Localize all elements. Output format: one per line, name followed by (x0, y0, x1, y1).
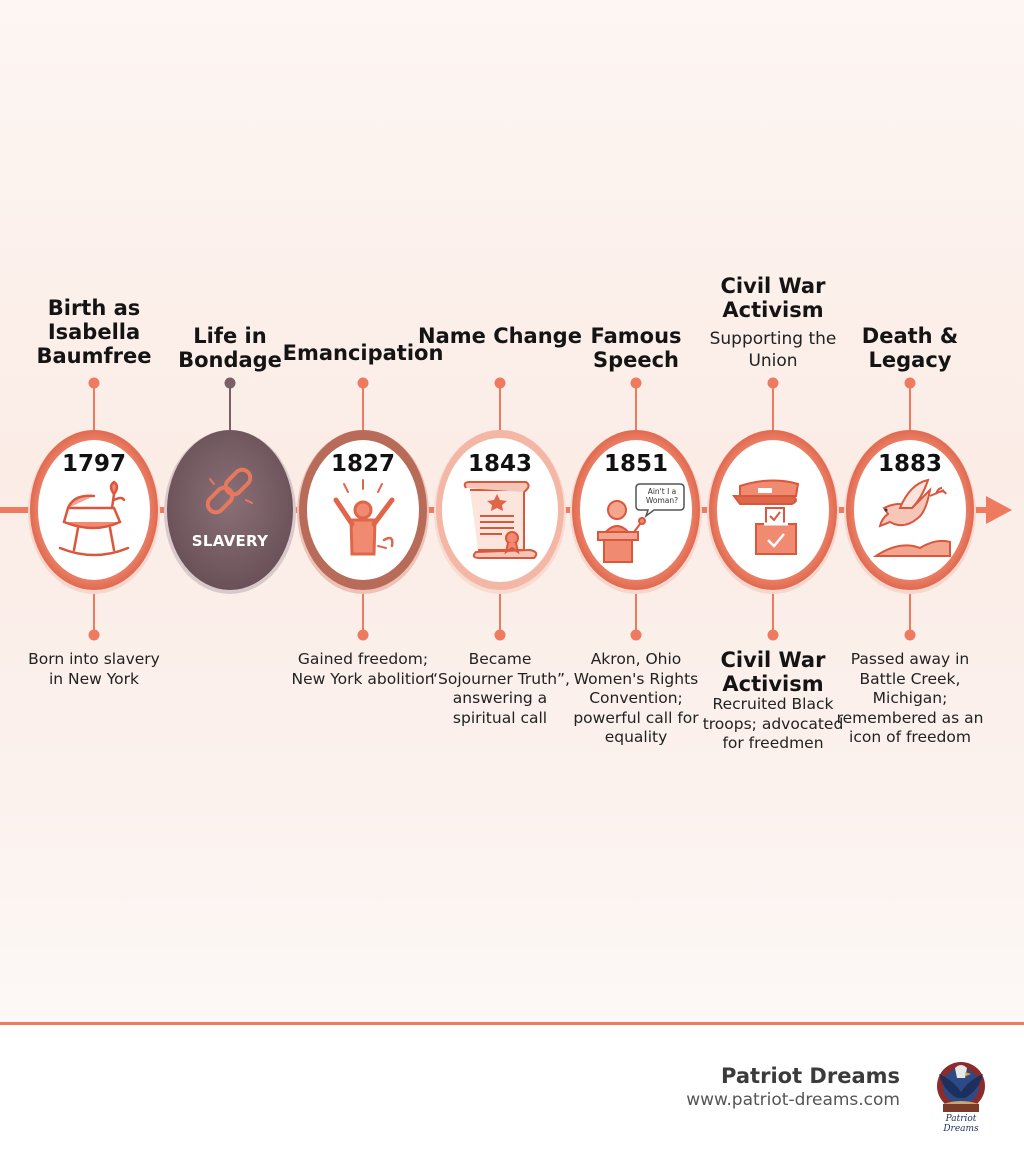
top-connectors (93, 383, 911, 440)
milestone-desc-name-change: Became “Sojourner Truth”, answering a sp… (430, 650, 570, 727)
speaker-podium-icon (597, 483, 685, 563)
top-connector-dots (88, 377, 916, 389)
slavery-badge: SLAVERY (191, 532, 269, 550)
milestone-title-bondage: Life in Bondage (178, 324, 282, 372)
milestone-title-name-change: Name Change (418, 324, 582, 348)
broken-chain-icon (205, 467, 253, 515)
milestone-year-1843: 1843 (467, 451, 532, 477)
milestone-desc-speech: Akron, Ohio Women's Rights Convention; p… (573, 650, 699, 746)
milestone-desc-death: Passed away in Battle Creek, Michigan; r… (836, 650, 984, 746)
milestone-year-1851: 1851 (603, 451, 668, 477)
timeline-graphic (0, 377, 1012, 641)
scroll-icon (463, 481, 538, 559)
eagle-logo-icon: Patriot Dreams (929, 1054, 993, 1135)
milestone-desc-civil-war: Recruited Black troops; advocated for fr… (702, 695, 844, 752)
bottom-connectors (93, 590, 911, 635)
timeline-arrowhead (986, 496, 1012, 524)
milestone-title-speech: Famous Speech (590, 324, 682, 372)
milestone-title-birth: Birth as Isabella Baumfree (36, 296, 152, 368)
brand-name: Patriot Dreams (721, 1064, 900, 1088)
milestone-subtitle-civil-war: Supporting the Union (709, 329, 837, 371)
raised-arms-icon (333, 479, 395, 556)
dove-icon (872, 478, 951, 557)
milestone-year-1827: 1827 (330, 451, 395, 477)
milestone-desc-emancipation: Gained freedom; New York abolition (291, 650, 435, 688)
milestone-title-civil-war-top: Civil War Activism (720, 274, 826, 322)
speech-bubble-text: Ain't I a Woman? (645, 487, 679, 505)
milestone-node-slavery (164, 430, 296, 594)
milestone-title-civil-war-bottom: Civil War Activism (720, 648, 826, 696)
brand-url[interactable]: www.patriot-dreams.com (686, 1090, 900, 1110)
bottom-connector-dots (88, 629, 916, 641)
footer-divider (0, 1022, 1024, 1025)
milestone-year-1883: 1883 (877, 451, 942, 477)
cradle-icon (58, 480, 130, 557)
milestone-desc-birth: Born into slavery in New York (28, 650, 160, 688)
milestone-year-1797: 1797 (61, 451, 126, 477)
milestone-title-emancipation: Emancipation (282, 341, 444, 365)
timeline-canvas: Birth as Isabella Baumfree Life in Bonda… (0, 0, 1024, 1024)
cap-and-ballot-icon (732, 479, 800, 555)
milestone-title-death: Death & Legacy (861, 324, 959, 372)
brand-logo-text: Patriot Dreams (943, 1114, 979, 1134)
